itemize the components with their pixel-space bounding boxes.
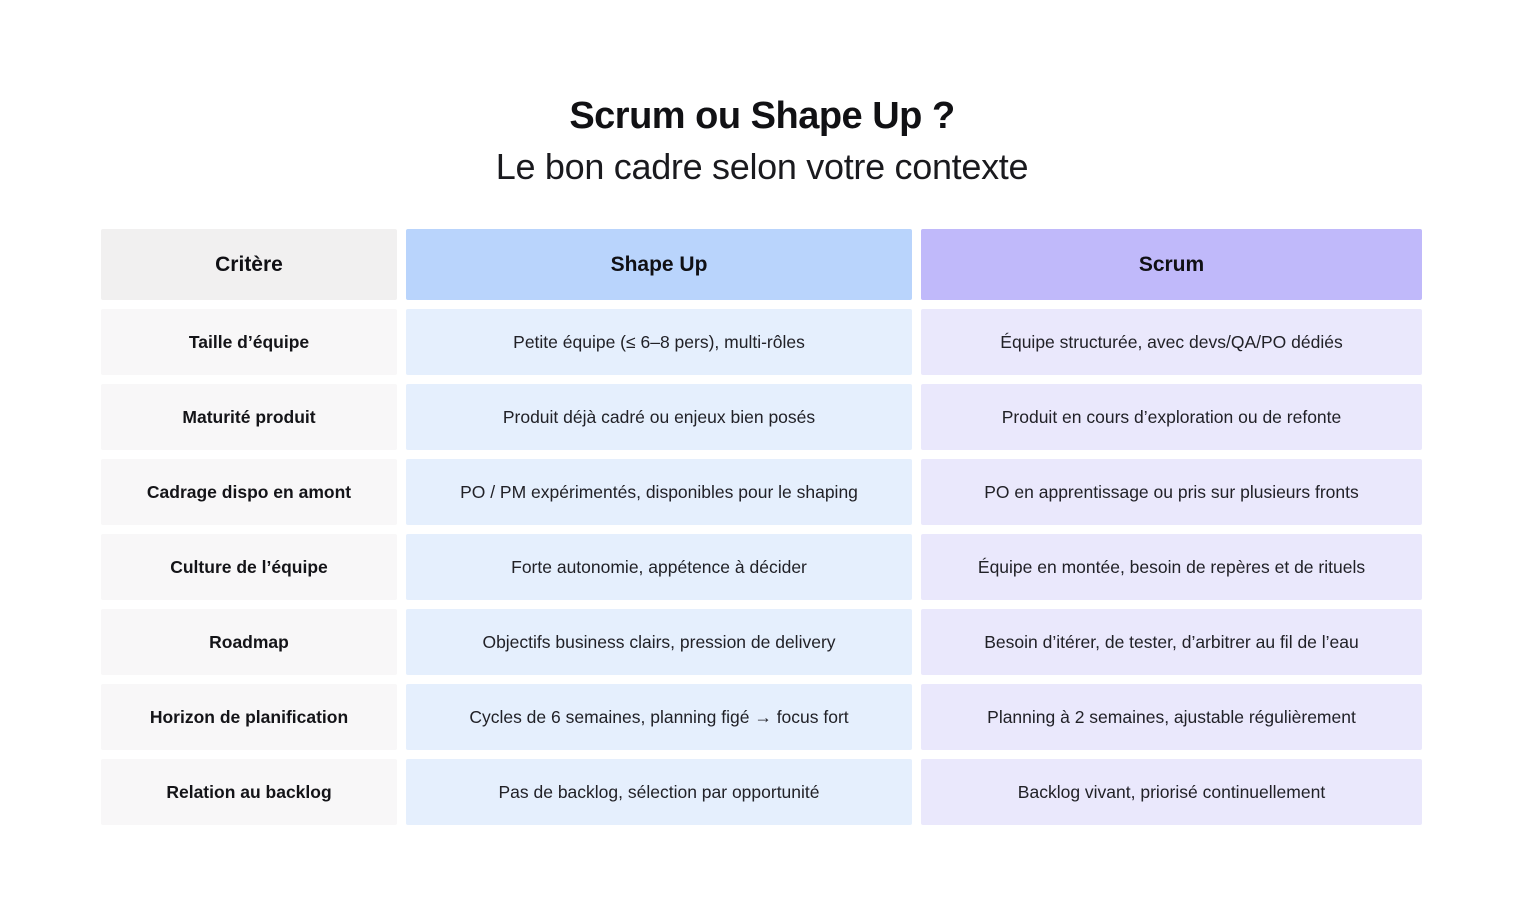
criterion-cell: Roadmap xyxy=(101,609,397,675)
header-cell-shapeup: Shape Up xyxy=(406,229,912,300)
header-cell-critere: Critère xyxy=(101,229,397,300)
criterion-cell: Taille d’équipe xyxy=(101,309,397,375)
shapeup-cell: Petite équipe (≤ 6–8 pers), multi-rôles xyxy=(406,309,912,375)
scrum-cell: Équipe en montée, besoin de repères et d… xyxy=(921,534,1422,600)
scrum-cell: Produit en cours d’exploration ou de ref… xyxy=(921,384,1422,450)
scrum-cell: PO en apprentissage ou pris sur plusieur… xyxy=(921,459,1422,525)
page-title: Scrum ou Shape Up ? xyxy=(569,95,955,137)
scrum-cell: Équipe structurée, avec devs/QA/PO dédié… xyxy=(921,309,1422,375)
scrum-cell: Besoin d’itérer, de tester, d’arbitrer a… xyxy=(921,609,1422,675)
comparison-table: Critère Shape Up Scrum Taille d’équipe P… xyxy=(101,229,1422,825)
scrum-cell: Planning à 2 semaines, ajustable réguliè… xyxy=(921,684,1422,750)
criterion-cell: Relation au backlog xyxy=(101,759,397,825)
shapeup-cell: Forte autonomie, appétence à décider xyxy=(406,534,912,600)
scrum-cell: Backlog vivant, priorisé continuellement xyxy=(921,759,1422,825)
shapeup-cell: PO / PM expérimentés, disponibles pour l… xyxy=(406,459,912,525)
criterion-cell: Culture de l’équipe xyxy=(101,534,397,600)
page-subtitle: Le bon cadre selon votre contexte xyxy=(495,146,1029,187)
header-cell-scrum: Scrum xyxy=(921,229,1422,300)
shapeup-cell: Produit déjà cadré ou enjeux bien posés xyxy=(406,384,912,450)
shapeup-cell: Objectifs business clairs, pression de d… xyxy=(406,609,912,675)
shapeup-cell: Pas de backlog, sélection par opportunit… xyxy=(406,759,912,825)
criterion-cell: Cadrage dispo en amont xyxy=(101,459,397,525)
shapeup-cell: Cycles de 6 semaines, planning figé → fo… xyxy=(406,684,912,750)
criterion-cell: Horizon de planification xyxy=(101,684,397,750)
criterion-cell: Maturité produit xyxy=(101,384,397,450)
